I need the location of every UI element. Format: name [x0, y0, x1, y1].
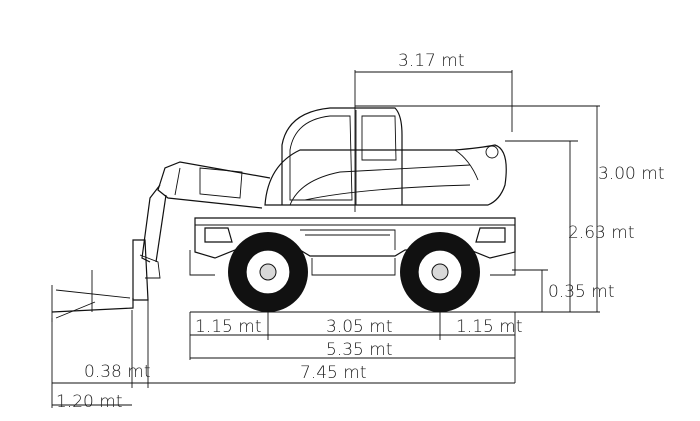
- telehandler-machine: [51, 107, 516, 322]
- label-rear-overhang: 1.15 mt: [456, 317, 522, 337]
- label-fork-length: 1.20 mt: [56, 392, 122, 412]
- label-overall-length: 7.45 mt: [300, 363, 366, 383]
- label-length-without-forks: 5.35 mt: [326, 340, 392, 360]
- front-wheel: [228, 232, 308, 312]
- label-fork-offset: 0.38 mt: [84, 362, 150, 382]
- dimension-lines: [51, 70, 600, 408]
- label-wheelbase: 3.05 mt: [326, 317, 392, 337]
- label-overall-height: 3.00 mt: [598, 164, 664, 184]
- label-height-to-boom: 2.63 mt: [568, 223, 634, 243]
- label-front-overhang: 1.15 mt: [195, 317, 261, 337]
- label-cab-offset: 3.17 mt: [398, 51, 464, 71]
- rear-wheel: [400, 232, 480, 312]
- label-ground-clearance: 0.35 mt: [548, 282, 614, 302]
